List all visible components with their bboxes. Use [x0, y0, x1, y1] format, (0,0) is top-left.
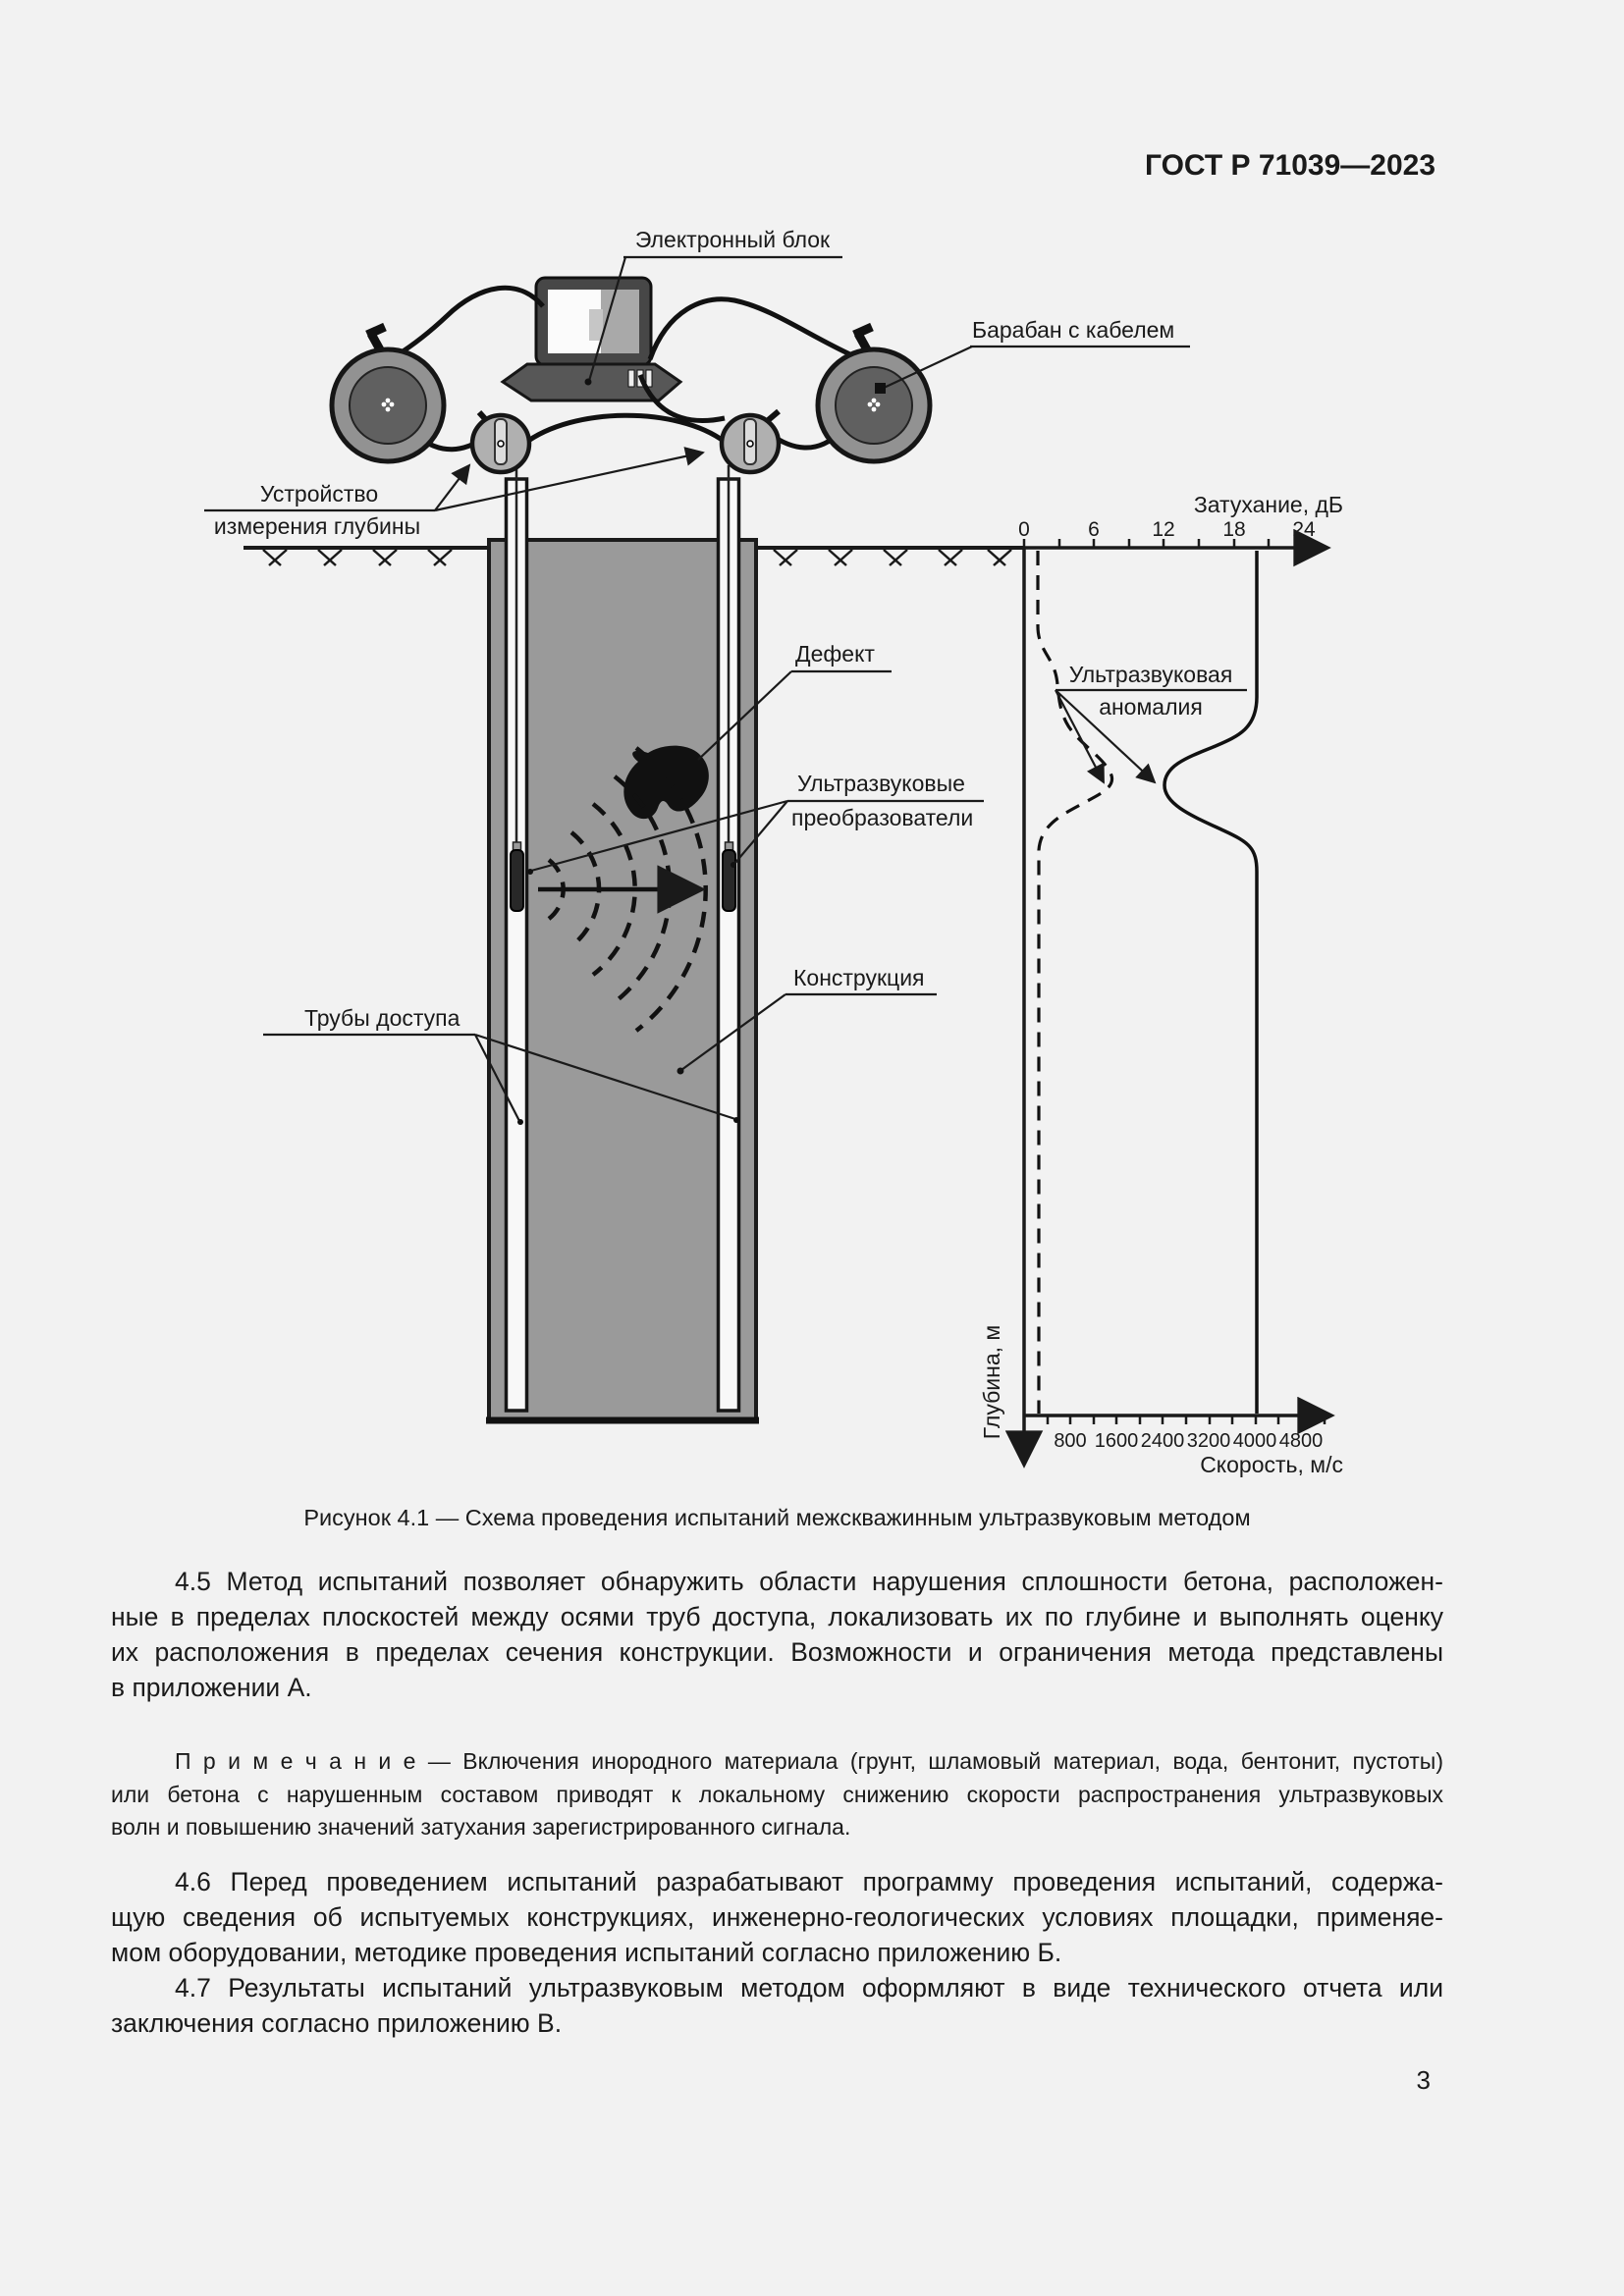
text-line: 4.6 Перед проведением испытаний разрабат… [175, 1867, 1443, 1896]
ground-surface [244, 546, 1024, 566]
figure-diagram: 0 6 12 18 24 Затухание, дБ Глубина, м 80… [204, 227, 1343, 1477]
depth-pulley-left [469, 409, 532, 475]
transducers-label-line1: Ультразвуковые [797, 771, 965, 796]
callout-access-tubes: Трубы доступа [263, 1005, 739, 1125]
text-line: ные в пределах плоскостей между осями тр… [111, 1602, 1443, 1631]
paragraph-4-6-4-7: 4.6 Перед проведением испытаний разрабат… [111, 1864, 1443, 2041]
attenuation-tick-0: 0 [1018, 518, 1030, 541]
cable-drum-left [329, 322, 447, 464]
transducers-label-line2: преобразователи [791, 805, 973, 830]
callout-anomaly: Ультразвуковая аномалия [1055, 662, 1247, 784]
callout-depth-device: Устройство измерения глубины [204, 447, 705, 539]
velocity-axis-label: Скорость, м/с [1200, 1452, 1343, 1477]
access-tubes-label: Трубы доступа [304, 1005, 460, 1031]
graph: 0 6 12 18 24 Затухание, дБ Глубина, м 80… [979, 492, 1343, 1477]
transducer-left [510, 849, 524, 912]
depth-device-label-line2: измерения глубины [214, 513, 420, 539]
access-tubes [504, 465, 741, 1413]
callouts: Электронный блок Барабан с кабелем Устро… [204, 227, 1247, 1125]
electronic-unit-label: Электронный блок [635, 227, 831, 252]
attenuation-tick-24: 24 [1292, 518, 1316, 541]
callout-cable-drum: Барабан с кабелем [875, 317, 1190, 394]
text-line: в приложении А. [111, 1673, 312, 1702]
text-line: 4.7 Результаты испытаний ультразвуковым … [175, 1973, 1443, 2002]
text-line: волн и повышению значений затухания заре… [111, 1814, 851, 1840]
velocity-curve [1163, 551, 1259, 1414]
depth-pulley-right [719, 408, 782, 475]
paragraph-note: П р и м е ч а н и е — Включения инородно… [111, 1745, 1443, 1844]
attenuation-tick-6: 6 [1088, 518, 1100, 541]
depth-device-label-line1: Устройство [260, 481, 378, 507]
laptop-icon [500, 276, 683, 402]
text-line: П р и м е ч а н и е — Включения инородно… [175, 1748, 1443, 1774]
transducer-right [722, 849, 736, 912]
callout-electronic-unit: Электронный блок [584, 227, 842, 386]
ground-hatching [262, 549, 1012, 566]
depth-axis-label: Глубина, м [979, 1325, 1004, 1439]
velocity-tick-1600: 1600 [1095, 1430, 1139, 1452]
text-line: заключения согласно приложению В. [111, 2008, 563, 2038]
cable-drum-label: Барабан с кабелем [972, 317, 1174, 343]
text-line: 4.5 Метод испытаний позволяет обнаружить… [175, 1567, 1443, 1596]
attenuation-tick-18: 18 [1222, 518, 1245, 541]
text-line: их расположения в пределах сечения конст… [111, 1637, 1443, 1667]
page-number: 3 [1416, 2065, 1431, 2095]
text-line: или бетона с нарушенным составом приводя… [111, 1781, 1443, 1807]
paragraph-4-5: 4.5 Метод испытаний позволяет обнаружить… [111, 1564, 1443, 1705]
attenuation-tick-12: 12 [1152, 518, 1174, 541]
transducers [510, 841, 736, 912]
standard-code: ГОСТ Р 71039—2023 [1144, 149, 1435, 182]
velocity-tick-800: 800 [1054, 1430, 1086, 1452]
attenuation-curve [1036, 551, 1114, 1414]
text-line: щую сведения об испытуемых конструкциях,… [111, 1902, 1443, 1932]
anomaly-label-line2: аномалия [1099, 694, 1203, 720]
defect-blob [623, 745, 709, 820]
callout-transducers: Ультразвуковые преобразователи [527, 771, 984, 875]
cable-drum-right [815, 322, 933, 464]
callout-structure: Конструкция [677, 965, 937, 1075]
attenuation-axis-label: Затухание, дБ [1194, 492, 1343, 517]
callout-defect: Дефект [697, 641, 892, 761]
velocity-tick-4800: 4800 [1279, 1430, 1324, 1452]
velocity-tick-4000: 4000 [1233, 1430, 1277, 1452]
structure-label: Конструкция [793, 965, 925, 990]
velocity-tick-2400: 2400 [1141, 1430, 1185, 1452]
concrete-pile [486, 538, 759, 1424]
figure-caption: Рисунок 4.1 — Схема проведения испытаний… [303, 1505, 1251, 1530]
defect-label: Дефект [795, 641, 875, 667]
anomaly-label-line1: Ультразвуковая [1069, 662, 1233, 687]
velocity-tick-3200: 3200 [1187, 1430, 1231, 1452]
text-line: мом оборудовании, методике проведения ис… [111, 1938, 1062, 1967]
